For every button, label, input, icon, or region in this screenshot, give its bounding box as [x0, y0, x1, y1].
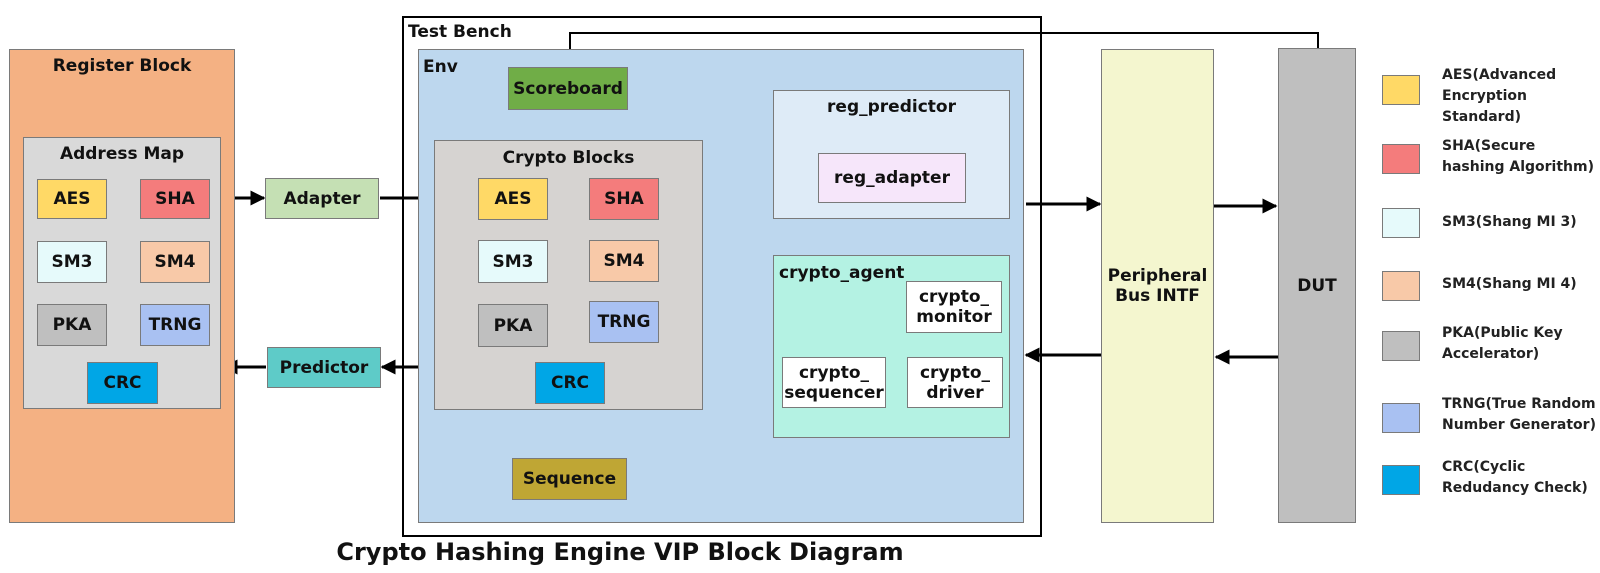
map-crc: CRC — [87, 362, 158, 404]
map-sm4: SM4 — [140, 241, 210, 283]
map-trng: TRNG — [140, 304, 210, 346]
map-sm3: SM3 — [37, 241, 107, 283]
crypto-monitor: crypto_ monitor — [906, 281, 1002, 333]
adapter-box: Adapter — [265, 178, 379, 219]
legend-label-pka: PKA(Public Key Accelerator) — [1442, 325, 1563, 362]
crypto-agent-title: crypto_agent — [779, 263, 905, 283]
legend-swatch-pka — [1382, 331, 1420, 361]
env-title: Env — [423, 57, 458, 77]
crypto-trng: TRNG — [589, 301, 659, 343]
crypto-sequencer: crypto_ sequencer — [782, 357, 886, 408]
crypto-sm3: SM3 — [478, 240, 548, 283]
test-bench — [402, 16, 1042, 537]
map-pka: PKA — [37, 304, 107, 346]
crypto-driver: crypto_ driver — [907, 357, 1003, 408]
legend-swatch-sm3 — [1382, 208, 1420, 238]
legend-swatch-sha — [1382, 144, 1420, 174]
legend-swatch-trng — [1382, 403, 1420, 433]
legend-label-sm3: SM3(Shang MI 3) — [1442, 214, 1577, 230]
legend-swatch-aes — [1382, 75, 1420, 105]
reg-adapter: reg_adapter — [818, 153, 966, 203]
crypto-blocks-title: Crypto Blocks — [502, 148, 635, 168]
register-block-title: Register Block — [52, 56, 192, 76]
scoreboard: Scoreboard — [508, 67, 628, 110]
legend-label-trng: TRNG(True Random Number Generator) — [1442, 396, 1596, 433]
legend-swatch-crc — [1382, 465, 1420, 495]
dut-box: DUT — [1278, 48, 1356, 523]
crypto-sha: SHA — [589, 178, 659, 220]
address-map-title: Address Map — [59, 144, 185, 164]
legend-label-sm4: SM4(Shang MI 4) — [1442, 276, 1577, 292]
diagram-caption: Crypto Hashing Engine VIP Block Diagram — [336, 538, 904, 566]
map-sha: SHA — [140, 179, 210, 219]
legend-swatch-sm4 — [1382, 271, 1420, 301]
map-aes: AES — [37, 179, 107, 219]
crypto-crc: CRC — [535, 362, 605, 404]
crypto-pka: PKA — [478, 304, 548, 347]
predictor-box: Predictor — [267, 347, 381, 388]
crypto-aes: AES — [478, 178, 548, 220]
sequence: Sequence — [512, 458, 627, 500]
legend-label-aes: AES(Advanced Encryption Standard) — [1442, 67, 1557, 125]
reg-predictor-title: reg_predictor — [827, 97, 956, 117]
crypto-sm4: SM4 — [589, 240, 659, 282]
peripheral-bus-intf: Peripheral Bus INTF — [1101, 49, 1214, 523]
test-bench-title: Test Bench — [408, 22, 512, 42]
legend-label-sha: SHA(Secure hashing Algorithm) — [1442, 138, 1594, 175]
legend-label-crc: CRC(Cyclic Redudancy Check) — [1442, 459, 1588, 496]
